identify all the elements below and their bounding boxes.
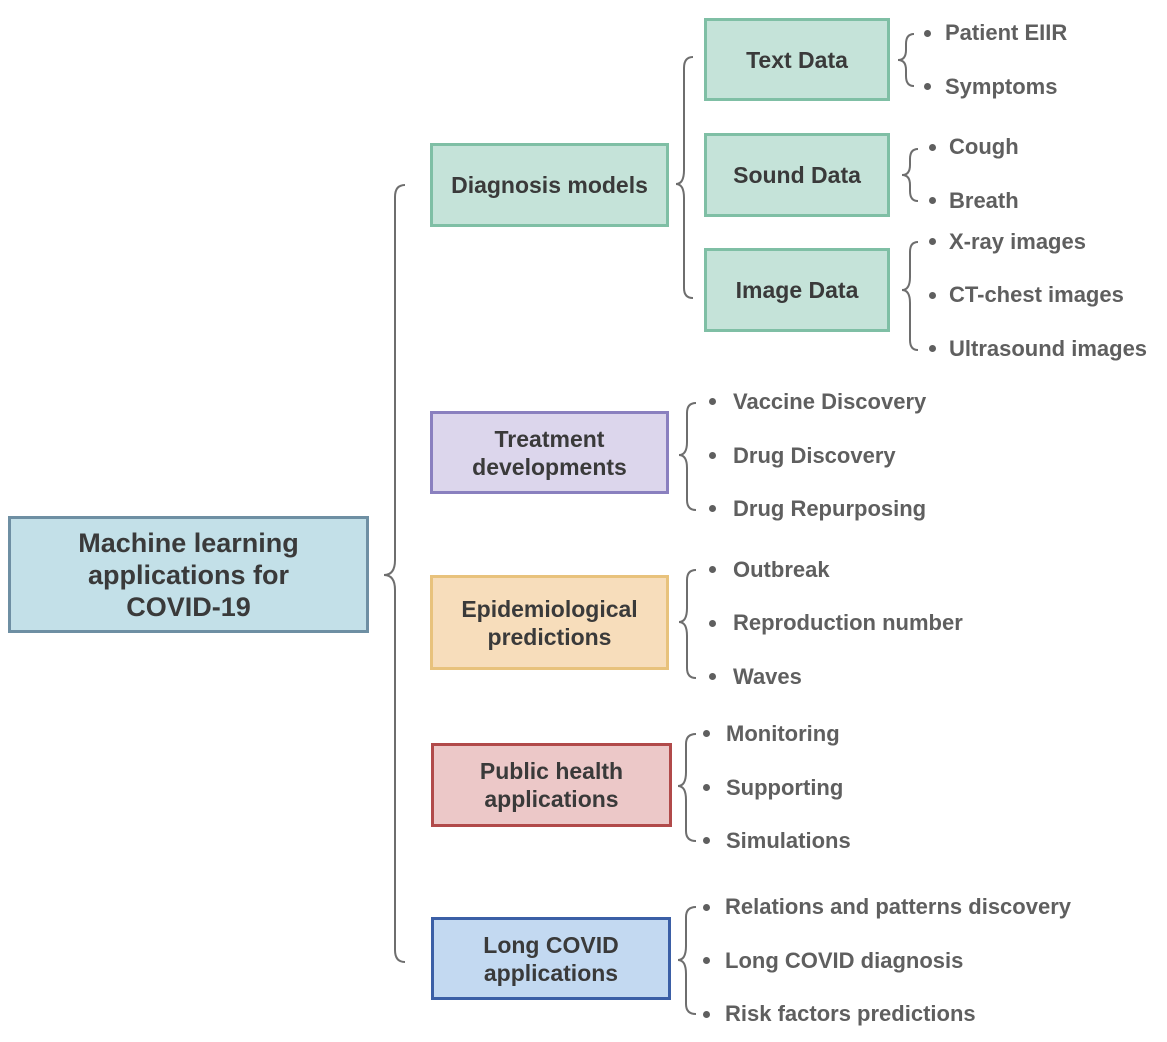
list-item: Risk factors predictions — [725, 1001, 976, 1026]
bullet-icon — [924, 30, 931, 37]
image-data-label: Image Data — [735, 277, 859, 303]
bullet-icon — [929, 144, 936, 151]
bullet-icon — [924, 83, 931, 90]
public-health-box: Public health applications — [431, 743, 672, 827]
bullet-icon — [709, 620, 716, 627]
root-brace — [383, 184, 406, 963]
sound-data-label: Sound Data — [733, 162, 861, 188]
list-item: Relations and patterns discovery — [725, 894, 1071, 919]
bullet-icon — [709, 673, 716, 680]
list-item: Long COVID diagnosis — [725, 948, 964, 973]
bullet-icon — [929, 345, 936, 352]
sound-brace — [901, 148, 919, 202]
list-item: Symptoms — [945, 74, 1058, 99]
bullet-icon — [703, 730, 710, 737]
list-item: Simulations — [726, 828, 851, 853]
text-brace — [897, 33, 915, 87]
treatment-brace — [678, 402, 697, 511]
public-health-label: Public health applications — [479, 758, 624, 812]
epidemiology-label: Epidemiological predictions — [461, 595, 638, 650]
bullet-icon — [929, 292, 936, 299]
bullet-icon — [703, 1011, 710, 1018]
root-label: Machine learning applications for COVID-… — [78, 527, 299, 622]
public-health-brace — [677, 733, 697, 842]
diagnosis-models-box: Diagnosis models — [430, 143, 669, 227]
long-covid-brace — [677, 906, 697, 1015]
bullet-icon — [709, 505, 716, 512]
list-item: Cough — [949, 134, 1019, 159]
image-brace — [901, 241, 919, 351]
treatment-label: Treatment developments — [472, 425, 627, 480]
list-item: Waves — [733, 664, 802, 689]
bullet-icon — [703, 837, 710, 844]
list-item: Patient EIIR — [945, 20, 1068, 45]
list-item: Vaccine Discovery — [733, 389, 927, 414]
bullet-icon — [703, 957, 710, 964]
root-box: Machine learning applications for COVID-… — [8, 516, 369, 633]
list-item: Outbreak — [733, 557, 830, 582]
bullet-icon — [703, 904, 710, 911]
bullet-icon — [929, 197, 936, 204]
list-item: Drug Discovery — [733, 443, 896, 468]
diagnosis-models-label: Diagnosis models — [451, 172, 648, 198]
bullet-icon — [703, 784, 710, 791]
image-data-box: Image Data — [704, 248, 890, 332]
epidemiology-box: Epidemiological predictions — [430, 575, 669, 670]
treatment-box: Treatment developments — [430, 411, 669, 494]
list-item: Reproduction number — [733, 610, 963, 635]
bullet-icon — [709, 566, 716, 573]
list-item: Breath — [949, 188, 1019, 213]
bullet-icon — [709, 452, 716, 459]
long-covid-label: Long COVID applications — [483, 931, 619, 986]
list-item: CT-chest images — [949, 282, 1124, 307]
text-data-box: Text Data — [704, 18, 890, 101]
list-item: Monitoring — [726, 721, 840, 746]
list-item: Ultrasound images — [949, 336, 1148, 361]
bullet-icon — [709, 398, 716, 405]
list-item: Supporting — [726, 775, 844, 800]
epidemiology-brace — [678, 569, 697, 679]
bullet-icon — [929, 238, 936, 245]
text-data-label: Text Data — [746, 46, 848, 73]
list-item: X-ray images — [949, 229, 1086, 254]
long-covid-box: Long COVID applications — [431, 917, 671, 1000]
sound-data-box: Sound Data — [704, 133, 890, 217]
list-item: Drug Repurposing — [733, 496, 927, 521]
diagnosis-brace — [675, 56, 694, 299]
